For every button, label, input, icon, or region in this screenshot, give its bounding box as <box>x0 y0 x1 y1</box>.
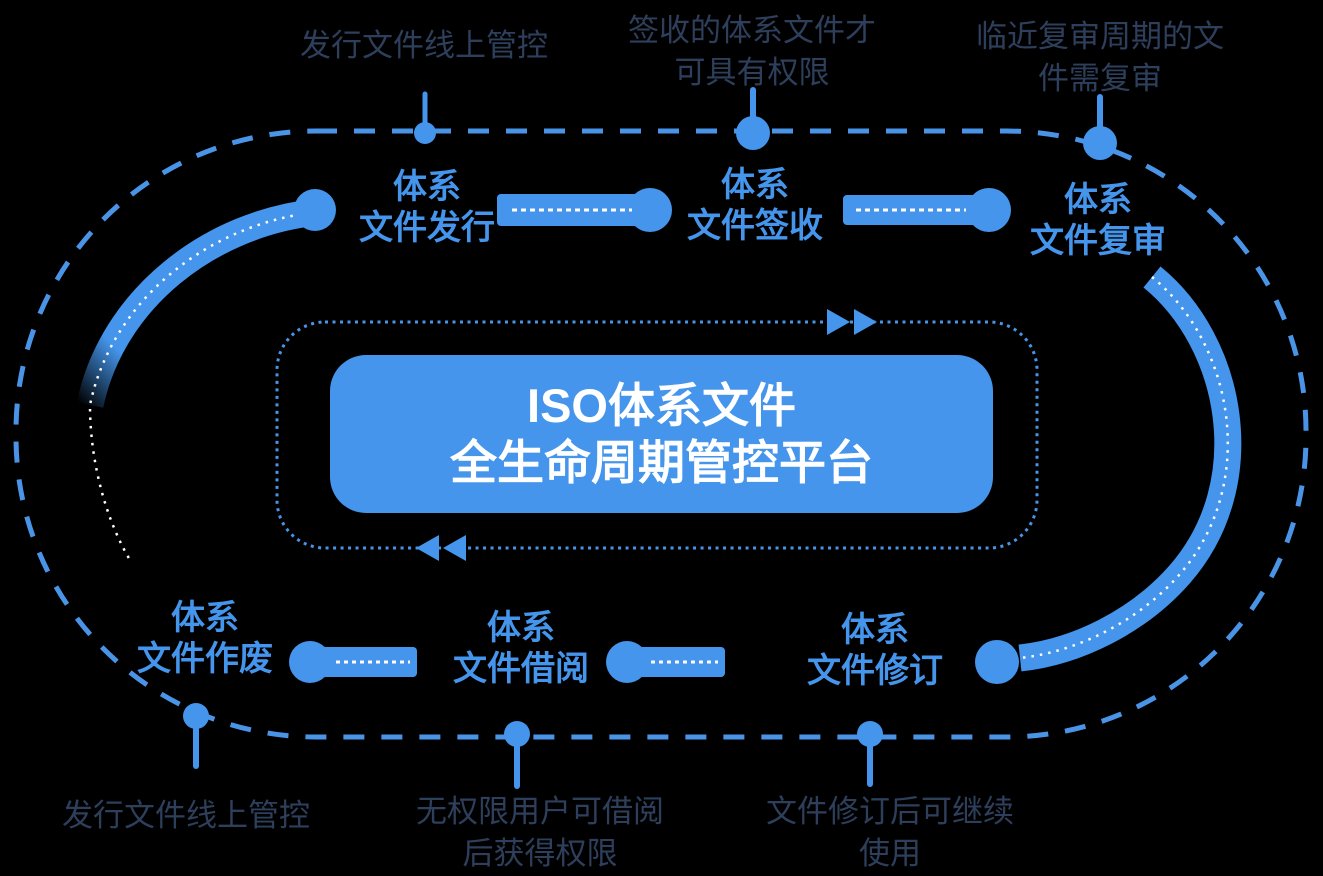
node-label-revise: 体系 文件修订 <box>807 610 943 692</box>
connector-issue-sign <box>294 188 672 232</box>
node-label-issue: 体系 文件发行 <box>359 167 495 249</box>
center-title-line2: 全生命周期管控平台 <box>450 436 873 489</box>
node-review-line1: 体系 <box>1064 181 1132 219</box>
center-title-line1: ISO体系文件 <box>527 379 796 432</box>
node-label-obsolete: 体系 文件作废 <box>137 598 273 680</box>
callout-top-middle-line1: 签收的体系文件才 <box>628 13 876 48</box>
node-obsolete-line1: 体系 <box>171 599 239 637</box>
node-sign-line2: 文件签收 <box>687 207 823 245</box>
outer-dashed-ring <box>13 128 1309 740</box>
callout-bottom-right: 文件修订后可继续 使用 <box>766 791 1014 875</box>
node-borrow-line2: 文件借阅 <box>453 650 589 688</box>
callout-bottom-middle-line1: 无权限用户可借阅 <box>416 794 664 829</box>
connector-obsolete-borrow <box>289 641 417 683</box>
node-label-sign: 体系 文件签收 <box>687 165 823 247</box>
node-borrow-line1: 体系 <box>487 609 555 647</box>
callout-top-right-line2: 件需复审 <box>1038 61 1162 96</box>
callout-top-middle: 签收的体系文件才 可具有权限 <box>628 10 876 94</box>
callout-pins <box>183 87 1117 789</box>
center-platform-box <box>330 355 993 513</box>
node-obsolete-line2: 文件作废 <box>137 640 273 678</box>
node-revise-line2: 文件修订 <box>807 652 943 690</box>
callout-top-right: 临近复审周期的文 件需复审 <box>976 16 1224 100</box>
node-sign-line1: 体系 <box>721 166 789 204</box>
node-label-borrow: 体系 文件借阅 <box>453 608 589 690</box>
right-cycle-arc <box>1018 266 1242 672</box>
node-label-review: 体系 文件复审 <box>1030 180 1166 262</box>
node-issue-line1: 体系 <box>393 168 461 206</box>
center-platform-title: ISO体系文件 全生命周期管控平台 <box>330 355 993 513</box>
callout-top-left: 发行文件线上管控 <box>300 28 548 63</box>
callout-top-right-line1: 临近复审周期的文 <box>976 19 1224 54</box>
node-review-line2: 文件复审 <box>1030 222 1166 260</box>
connector-sign-review <box>843 188 1011 232</box>
inner-dotted-loop <box>275 320 1039 550</box>
node-dot-revise <box>975 640 1019 684</box>
callout-bottom-middle-line2: 后获得权限 <box>462 836 618 871</box>
node-revise-line1: 体系 <box>841 611 909 649</box>
callout-bottom-middle: 无权限用户可借阅 后获得权限 <box>416 791 664 875</box>
left-cycle-arc <box>76 198 320 561</box>
callout-bottom-right-line2: 使用 <box>859 836 921 871</box>
node-issue-line2: 文件发行 <box>359 209 495 247</box>
clockwise-arrows-icon <box>416 309 877 561</box>
connector-borrow-revise <box>606 641 725 683</box>
callout-bottom-left: 发行文件线上管控 <box>62 798 310 833</box>
callout-bottom-right-line1: 文件修订后可继续 <box>766 794 1014 829</box>
callout-top-middle-line2: 可具有权限 <box>674 55 830 90</box>
